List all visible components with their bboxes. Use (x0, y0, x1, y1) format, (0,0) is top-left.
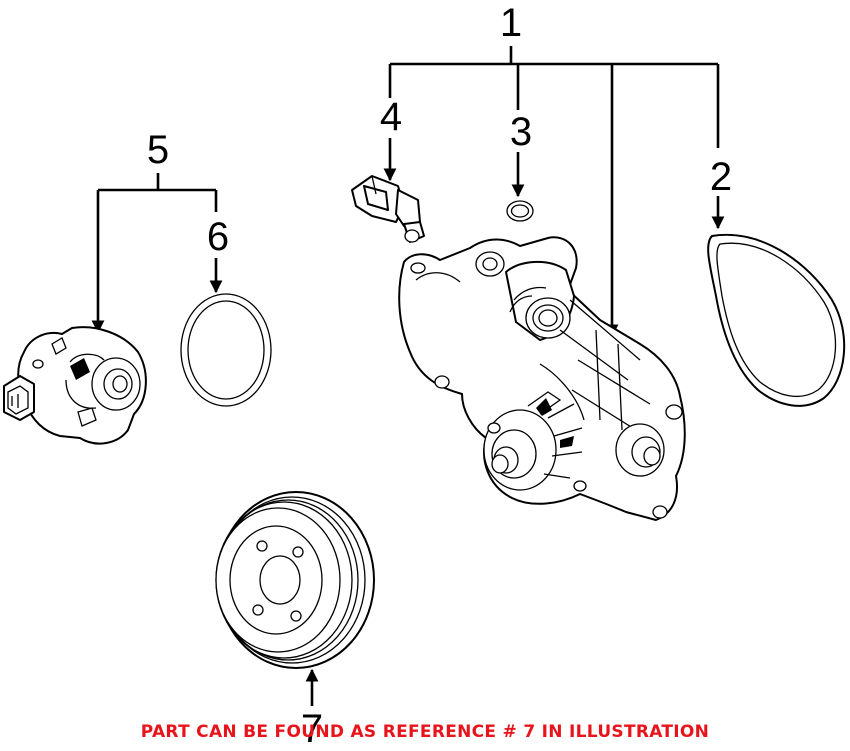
callout-4: 4 (380, 95, 402, 139)
callout-6: 6 (207, 215, 229, 259)
callout-2: 2 (710, 155, 732, 199)
callout-5: 5 (147, 128, 169, 172)
callout-1: 1 (500, 1, 522, 45)
pump-gasket-drawing (707, 233, 846, 407)
temperature-sensor-drawing (351, 175, 425, 243)
o-ring-small-drawing (506, 200, 534, 222)
leader-lines (91, 46, 725, 706)
callout-3: 3 (510, 110, 532, 154)
water-pump-drawing (398, 236, 686, 521)
pulley-drawing (215, 491, 375, 669)
o-ring-large-drawing (180, 293, 272, 407)
callout-7: 7 (301, 707, 323, 751)
reference-note: PART CAN BE FOUND AS REFERENCE # 7 IN IL… (140, 722, 710, 742)
thermostat-drawing (3, 326, 147, 445)
